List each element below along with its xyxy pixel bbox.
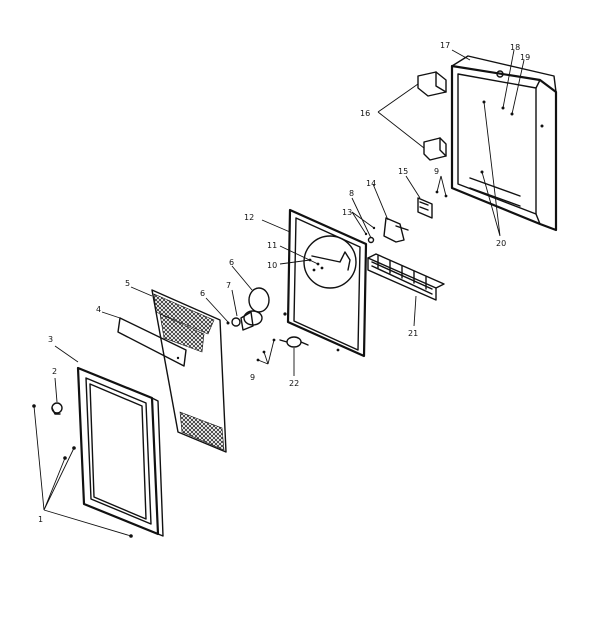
leader-lines	[33, 49, 525, 537]
callout-21: 21	[408, 329, 418, 338]
callout-18: 18	[510, 43, 520, 52]
callout-20: 20	[496, 239, 506, 248]
callout-6a: 6	[200, 289, 205, 298]
callout-10: 10	[267, 261, 277, 270]
callout-labels: 1 2 3 4 5 6 7 6 9 22 10 11 12 13 8 14 15…	[38, 41, 530, 524]
callout-9b: 9	[434, 167, 439, 176]
mesh-screen	[151, 289, 227, 453]
housing-box	[450, 55, 558, 232]
terminal-block	[417, 190, 448, 219]
callout-15: 15	[398, 167, 408, 176]
callout-13: 13	[342, 208, 352, 217]
panel-plate	[117, 317, 187, 367]
switch-bracket	[364, 217, 409, 244]
callout-9a: 9	[250, 373, 255, 382]
mounting-brackets	[417, 71, 447, 161]
fan-assembly	[226, 287, 270, 331]
front-door-frame	[76, 366, 164, 537]
callout-7: 7	[226, 281, 231, 290]
back-panel	[283, 208, 368, 358]
thermostat-part	[256, 336, 340, 362]
callout-4: 4	[96, 305, 101, 314]
callout-22: 22	[289, 379, 299, 388]
callout-16: 16	[360, 109, 370, 118]
callout-19: 19	[520, 53, 530, 62]
callout-14: 14	[366, 179, 376, 188]
callout-8: 8	[349, 189, 354, 198]
callout-6b: 6	[229, 258, 234, 267]
callout-1: 1	[38, 515, 43, 524]
callout-3: 3	[48, 335, 53, 344]
knob-part	[51, 402, 63, 415]
heater-element	[367, 253, 445, 301]
callout-2: 2	[52, 367, 57, 376]
callout-12: 12	[244, 213, 254, 222]
callout-5: 5	[125, 279, 130, 288]
callout-17: 17	[440, 41, 450, 50]
callout-11: 11	[267, 241, 277, 250]
